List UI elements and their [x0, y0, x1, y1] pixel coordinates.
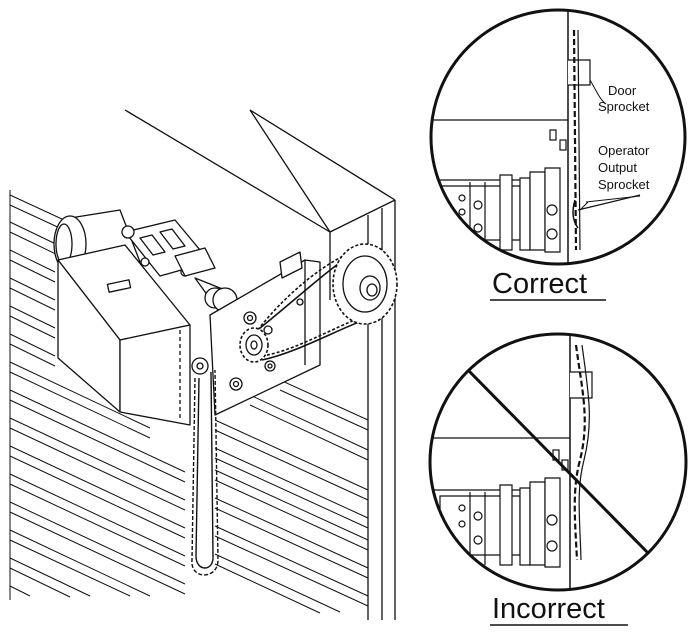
operator-output-sprocket-label: Operator Output Sprocket — [579, 143, 650, 211]
door-sprocket — [332, 243, 398, 325]
correct-caption: Correct — [492, 268, 587, 300]
door-sprocket-label: Door Sprocket — [589, 79, 650, 114]
incorrect-caption: Incorrect — [492, 593, 605, 625]
correct-detail-view — [429, 8, 687, 266]
output-sprocket-label-line3: Sprocket — [598, 177, 650, 192]
output-sprocket — [239, 327, 269, 363]
output-sprocket-label-line2: Output — [598, 160, 637, 175]
door-sprocket-label-line1: Door — [608, 83, 637, 98]
hand-chain — [191, 369, 219, 576]
operator-housing — [57, 244, 209, 426]
incorrect-slash — [466, 368, 650, 555]
main-operator-illustration — [9, 109, 398, 620]
door-slats — [9, 190, 369, 614]
door-sprocket-label-line2: Sprocket — [598, 99, 650, 114]
incorrect-detail-view — [428, 332, 688, 592]
output-sprocket-label-line1: Operator — [598, 143, 650, 158]
